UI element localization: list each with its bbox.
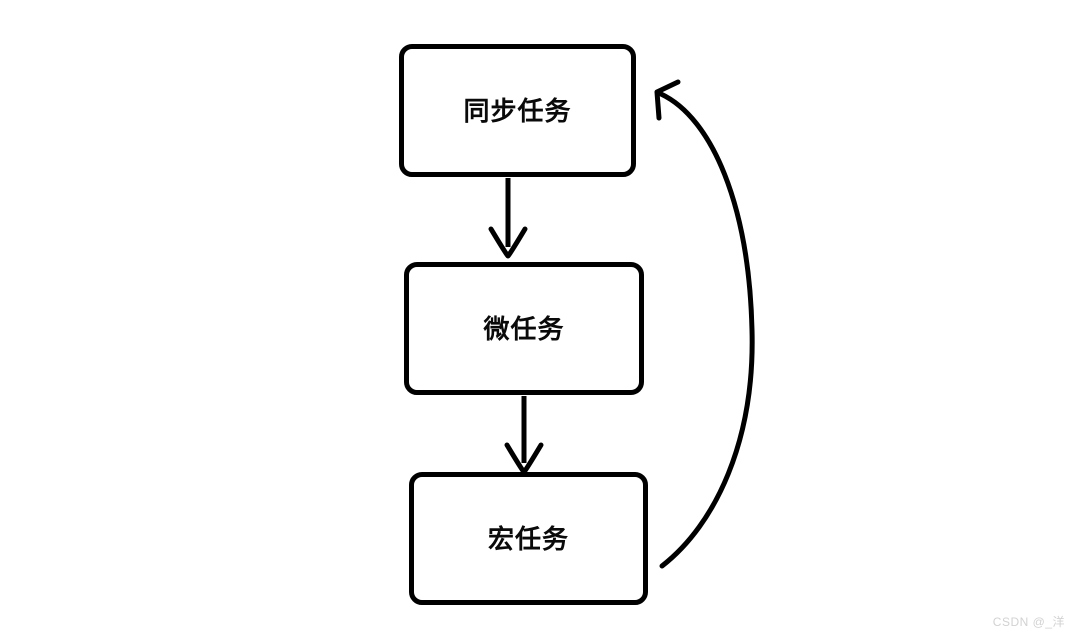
node-sync-task[interactable]: 同步任务: [399, 44, 636, 177]
edge-macro-to-sync-curve: [658, 91, 755, 569]
edge-sync-to-micro-arrowhead: [488, 226, 528, 259]
node-micro-task-label: 微任务: [483, 313, 565, 344]
node-micro-task[interactable]: 微任务: [404, 262, 644, 395]
edge-micro-to-macro: [504, 396, 544, 475]
edge-sync-to-micro: [488, 178, 528, 259]
edge-macro-to-sync: [654, 79, 755, 569]
watermark-text: CSDN @_洋: [992, 615, 1065, 629]
node-macro-task[interactable]: 宏任务: [409, 472, 648, 605]
node-macro-task-label: 宏任务: [487, 523, 569, 554]
node-sync-task-label: 同步任务: [463, 95, 572, 126]
edge-macro-to-sync-arrowhead: [654, 79, 681, 121]
